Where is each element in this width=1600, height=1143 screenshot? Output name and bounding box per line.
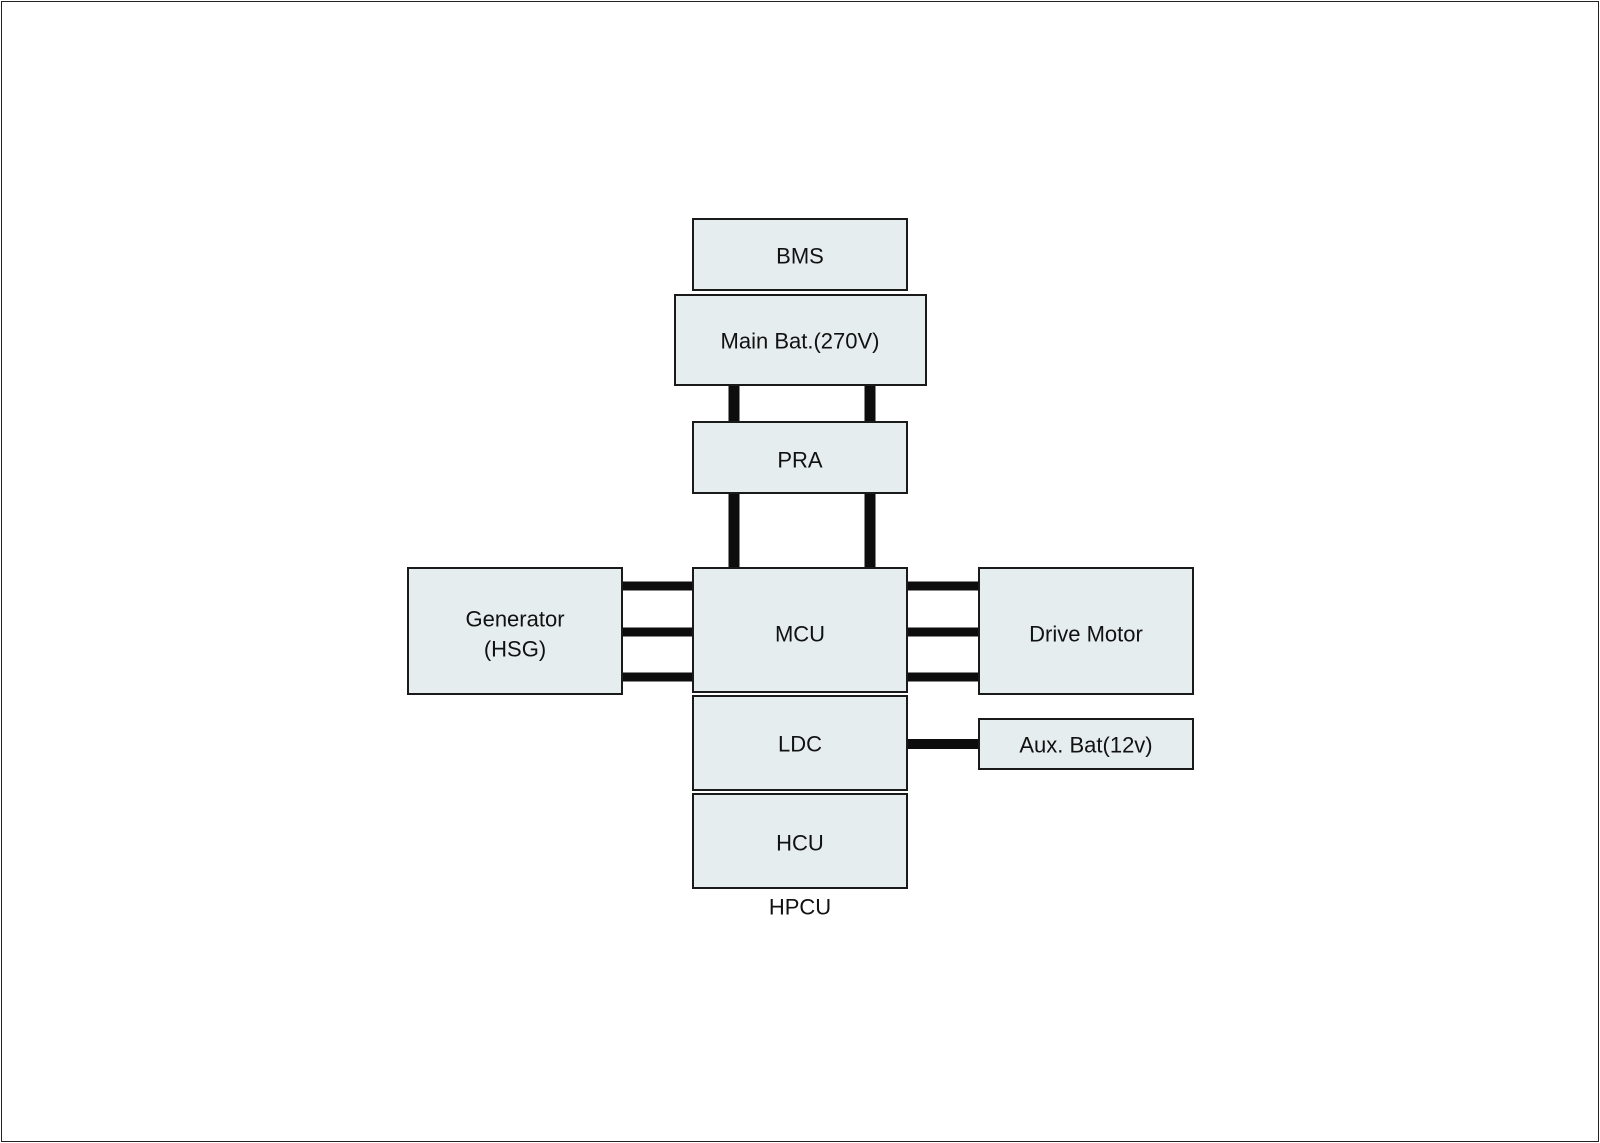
links [622, 385, 980, 749]
hcu-block: HCU [692, 793, 908, 889]
drive-motor-block: Drive Motor [978, 567, 1194, 695]
bms-label: BMS [776, 244, 824, 269]
main-battery-label: Main Bat.(270V) [721, 329, 880, 354]
pra-label: PRA [777, 448, 823, 473]
main-battery-block: Main Bat.(270V) [674, 294, 927, 386]
ldc-block: LDC [692, 695, 908, 791]
generator-label-line1: Generator [465, 607, 564, 632]
generator-block: Generator (HSG) [407, 567, 623, 695]
aux-battery-label: Aux. Bat(12v) [1019, 733, 1152, 758]
hcu-label: HCU [776, 831, 824, 856]
generator-label-line2: (HSG) [484, 637, 546, 662]
aux-battery-block: Aux. Bat(12v) [978, 718, 1194, 770]
bms-block: BMS [692, 218, 908, 291]
hpcu-group-label: HPCU [769, 895, 831, 920]
ldc-label: LDC [778, 732, 822, 757]
pra-block: PRA [692, 421, 908, 494]
mcu-block: MCU [692, 567, 908, 693]
mcu-label: MCU [775, 622, 825, 647]
drive-motor-label: Drive Motor [1029, 622, 1143, 647]
